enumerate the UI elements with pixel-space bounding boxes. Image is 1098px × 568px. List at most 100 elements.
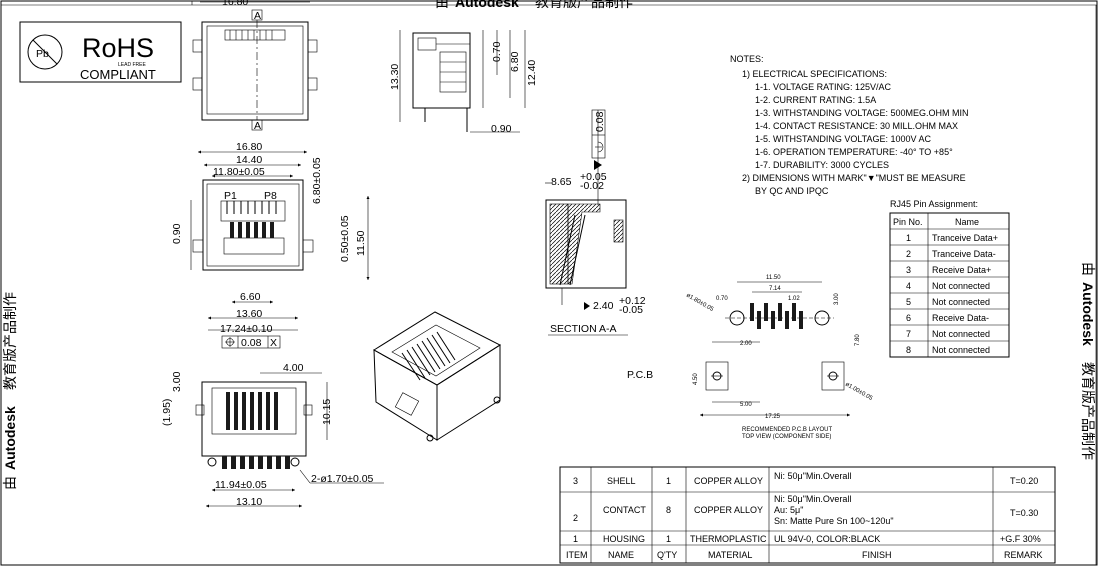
lead-free-logo-letters: Pb (36, 48, 49, 60)
fcf-tolerance: 0.08 (241, 337, 262, 349)
section-marker-top: A (254, 10, 261, 22)
pin-table-row-7-pin: 7 (906, 329, 911, 339)
side-view: 13.30 0.70 6.80 12.40 0.90 (389, 30, 538, 135)
pin-table-title: RJ45 Pin Assignment: (890, 199, 978, 209)
bom-row-1-remark: +G.F 30% (1000, 534, 1041, 544)
side-view-dim-6-80: 6.80 (509, 51, 521, 72)
top-view-top-dim: 16.80 (222, 0, 248, 8)
watermark-right: 由 Autodesk 教育版产品制作 (1080, 262, 1096, 460)
bom-row-2-remark: T=0.30 (1010, 508, 1038, 518)
bom-row-1-item: 1 (573, 534, 578, 544)
bom-row-3-name: SHELL (607, 476, 636, 486)
lead-free-icon: Pb (27, 34, 63, 70)
front-dim-0-50: 0.50±0.05 (339, 215, 351, 262)
bottom-dim-13-10: 13.10 (236, 496, 262, 508)
notes-title: NOTES: (730, 54, 764, 64)
bom-row-3-item: 3 (573, 476, 578, 486)
rohs-compliant: COMPLIANT (80, 67, 156, 82)
pcb-pads (750, 303, 803, 329)
section-tol-2-40-dn: -0.05 (619, 304, 643, 316)
watermark-left-prefix: 由 (2, 476, 18, 490)
bottom-dim-1-95: (1.95) (161, 399, 173, 426)
section-aa: 0.08 8.65 +0.05 -0.02 2.40 +0.12 -0.05 S… (545, 109, 646, 336)
bom-row-3-remark: T=0.20 (1010, 476, 1038, 486)
section-marker-bottom: A (254, 120, 261, 132)
bom-row-2-name: CONTACT (603, 505, 646, 515)
section-tol-8-65-up: +0.05 (580, 171, 607, 183)
pcb-dim-1-02: 1.02 (788, 296, 800, 302)
section-tol-2-40-up: +0.12 (619, 295, 646, 307)
bom-row-2-finish-2: Au: 5μ" (774, 505, 803, 515)
pin-table-row-2-pin: 2 (906, 249, 911, 259)
pcb-dim-4-50: 4.50 (693, 373, 699, 385)
feature-control-frame: 0.08 X (221, 335, 281, 349)
front-view: 16.80 14.40 11.80±0.05 6.80±0.05 P1 P8 (171, 141, 370, 349)
mount-hole-left-icon (207, 457, 217, 467)
rohs-title: RoHS (82, 33, 154, 63)
bom-row-1-finish: UL 94V-0, COLOR:BLACK (774, 534, 880, 544)
watermark-top: 由 Autodesk 教育版产品制作 (435, 0, 633, 10)
bom-header-item: ITEM (566, 550, 588, 560)
pin-table-header-pin: Pin No. (893, 217, 923, 227)
pin-table-row-7-name: Not connected (932, 329, 990, 339)
pin-table-row-1-name: Tranceive Data+ (932, 233, 998, 243)
side-view-dim-0-90: 0.90 (491, 123, 512, 135)
front-view-contacts (226, 201, 277, 214)
bom-row-2-finish-1: Ni: 50μ"Min.Overall (774, 494, 851, 504)
rohs-lead-free: LEAD FREE (118, 62, 146, 68)
front-dim-11-50: 11.50 (355, 230, 367, 256)
watermark-left: 由 Autodesk 教育版产品制作 (2, 292, 18, 490)
isometric-view (373, 311, 502, 442)
bom-table: 3 SHELL 1 COPPER ALLOY Ni: 50μ"Min.Overa… (559, 466, 1056, 564)
watermark-left-suffix: 教育版产品制作 (2, 292, 18, 390)
section-dim-8-65: 8.65 (551, 176, 572, 188)
pcb-dim-0-70: 0.70 (716, 296, 728, 302)
pcb-dim-2-00: 2.00 (740, 341, 752, 347)
bom-row-3-qty: 1 (666, 476, 671, 486)
note-line-4: 1-4. CONTACT RESISTANCE: 30 MILL.OHM MAX (755, 121, 958, 131)
fcf-datum: X (270, 337, 277, 349)
top-view: 16.80 A A (192, 0, 318, 132)
section-dim-0-08: 0.08 (594, 111, 606, 132)
pcb-dim-1-00: ø1.00±0.05 (844, 382, 874, 403)
pin-table-row-2-name: Tranceive Data- (932, 249, 996, 259)
note-line-9: BY QC AND IPQC (755, 186, 829, 196)
note-line-8: 2) DIMENSIONS WITH MARK"▼"MUST BE MEASUR… (742, 173, 966, 183)
bom-row-2-qty: 8 (666, 505, 671, 515)
pin-table-header-name: Name (955, 217, 979, 227)
top-view-pins (229, 30, 273, 40)
bottom-view-pins (222, 456, 290, 469)
note-line-2: 1-2. CURRENT RATING: 1.5A (755, 95, 876, 105)
bom-row-2-item: 2 (573, 513, 578, 523)
note-line-7: 1-7. DURABILITY: 3000 CYCLES (755, 160, 889, 170)
pcb-dim-7-14: 7.14 (769, 286, 781, 292)
pin-table-row-5-name: Not connected (932, 297, 990, 307)
notes-block: NOTES: 1) ELECTRICAL SPECIFICATIONS: 1-1… (730, 54, 969, 196)
bottom-dim-4-00: 4.00 (283, 362, 304, 374)
pin-table-row-8-name: Not connected (932, 345, 990, 355)
watermark-top-brand: Autodesk (455, 0, 519, 10)
pin-assignment-table: RJ45 Pin Assignment: Pin No. Name 1 Tran… (889, 199, 1010, 358)
pcb-dim-1-80: ø1.80±0.05 (685, 293, 715, 314)
pcb-dim-11-50: 11.50 (766, 275, 781, 281)
rohs-badge: Pb RoHS LEAD FREE COMPLIANT (19, 21, 182, 83)
front-dim-11-80: 11.80±0.05 (213, 166, 265, 178)
bom-row-1-qty: 1 (666, 534, 671, 544)
bom-header-qty: Q'TY (657, 550, 677, 560)
bom-header-finish: FINISH (862, 550, 892, 560)
bom-header-material: MATERIAL (708, 550, 752, 560)
front-view-latch (230, 222, 274, 238)
note-line-0: 1) ELECTRICAL SPECIFICATIONS: (742, 69, 887, 79)
pcb-dim-7-80: 7.80 (855, 334, 861, 346)
bom-row-2-material: COPPER ALLOY (694, 505, 763, 515)
bom-row-2-finish-3: Sn: Matte Pure Sn 100~120u" (774, 516, 894, 526)
pcb-caption-1: RECOMMENDED P.C.B LAYOUT (742, 427, 832, 433)
front-pin-p8: P8 (264, 190, 277, 202)
pcb-dim-17-25: 17.25 (765, 414, 781, 420)
watermark-right-suffix: 教育版产品制作 (1080, 362, 1096, 460)
pin-table-row-1-pin: 1 (906, 233, 911, 243)
front-dim-17-24: 17.24±0.10 (220, 323, 273, 335)
bottom-dim-3-00: 3.00 (171, 371, 183, 392)
